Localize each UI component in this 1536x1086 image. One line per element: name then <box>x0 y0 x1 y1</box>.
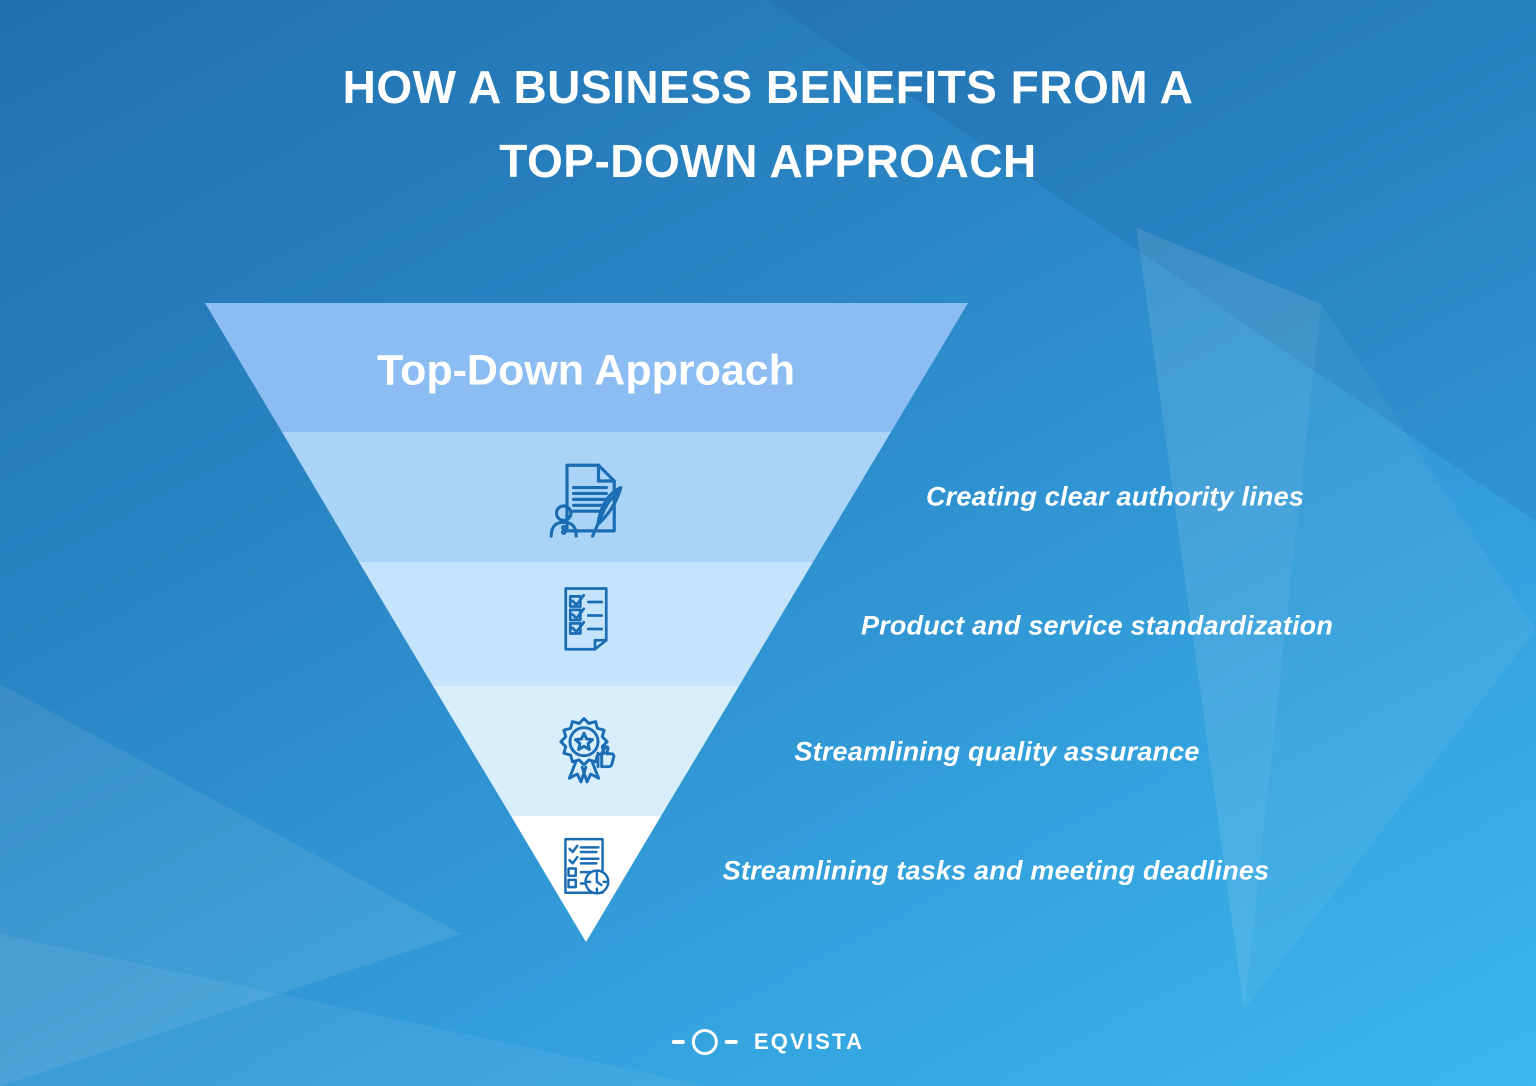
signature-document-icon <box>549 463 623 538</box>
funnel-segment-quality <box>433 686 739 816</box>
checklist-icon <box>564 587 608 651</box>
benefit-label-authority: Creating clear authority lines <box>925 481 1305 512</box>
benefit-label-standardization: Product and service standardization <box>860 610 1334 641</box>
logo-circle-icon <box>691 1029 718 1055</box>
page-title-line1: HOW A BUSINESS BENEFITS FROM A <box>342 61 1194 113</box>
funnel-segment-standardization <box>359 562 813 686</box>
funnel-segment-top <box>205 303 968 432</box>
brand-logo: EQVISTA <box>671 1029 865 1055</box>
logo-dash-icon <box>724 1040 738 1044</box>
logo-dash-icon <box>671 1040 685 1044</box>
page-title: HOW A BUSINESS BENEFITS FROM A TOP-DOWN … <box>0 50 1536 198</box>
benefit-label-deadlines: Streamlining tasks and meeting deadlines <box>722 855 1270 886</box>
funnel-heading: Top-Down Approach <box>377 346 795 395</box>
funnel-segment-authority <box>282 432 891 562</box>
benefit-label-quality: Streamlining quality assurance <box>794 736 1200 767</box>
brand-name: EQVISTA <box>753 1029 865 1054</box>
tasks-clock-icon <box>564 837 610 895</box>
page-title-line2: TOP-DOWN APPROACH <box>499 135 1037 187</box>
quality-badge-icon <box>559 717 616 784</box>
